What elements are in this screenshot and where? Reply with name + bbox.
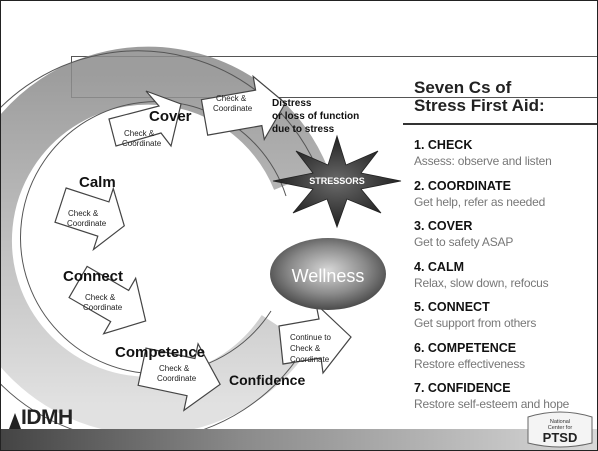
arrow-top [200, 74, 287, 142]
step-title: 2. COORDINATE [414, 178, 511, 193]
arrow-continue [278, 302, 352, 375]
step-coordinate: 2. COORDINATE Get help, refer as needed [414, 178, 597, 220]
step-competence: 6. COMPETENCE Restore effectiveness [414, 340, 597, 382]
idmh-text: IDMH [21, 406, 73, 429]
check-coord-top-1: Check & [216, 94, 247, 103]
distress-line-3: due to stress [272, 124, 335, 135]
ptsd-small-1: National [550, 419, 570, 425]
heading-divider [403, 123, 597, 125]
distress-line-1: Distress [272, 98, 312, 109]
step-title: 1. CHECK [414, 138, 473, 152]
step-title: 6. COMPETENCE [414, 340, 517, 355]
idmh-logo: IDMH [9, 407, 73, 429]
step-desc: Get to safety ASAP [414, 235, 514, 249]
stressors-label: STRESSORS [309, 176, 365, 186]
continue-line-3: Coordinate [290, 355, 330, 364]
step-check: 1. CHECK Assess: observe and listen [414, 138, 597, 179]
step-desc: Get support from others [414, 316, 537, 330]
stressors-star [272, 134, 402, 229]
check-coord-connect-1: Check & [85, 293, 116, 302]
check-coord-calm-1: Check & [68, 209, 99, 218]
continue-line-1: Continue to [290, 333, 331, 342]
cycle-ring [1, 46, 328, 435]
check-coord-calm-2: Coordinate [67, 219, 107, 228]
check-coord-competence-1: Check & [159, 364, 190, 373]
idmh-mountain-icon [9, 413, 21, 429]
arrow-connect [68, 265, 147, 335]
seven-cs-heading: Seven Cs of Stress First Aid: [414, 78, 597, 115]
ptsd-small-2: Center for [548, 425, 573, 431]
footer-bar [1, 429, 597, 450]
step-calm: 4. CALM Relax, slow down, refocus [414, 259, 597, 301]
wellness-ellipse [270, 238, 386, 310]
stage-calm: Calm [79, 174, 116, 191]
step-desc: Restore self-esteem and hope [414, 397, 570, 411]
step-title: 4. CALM [414, 259, 464, 274]
step-desc: Get help, refer as needed [414, 194, 546, 209]
wellness-label: Wellness [292, 266, 365, 286]
check-coord-connect-2: Coordinate [83, 303, 123, 312]
steps-list: 1. CHECK Assess: observe and listen 2. C… [414, 138, 597, 422]
step-title: 7. CONFIDENCE [414, 381, 511, 395]
continue-line-2: Check & [290, 344, 321, 353]
step-title: 5. CONNECT [414, 300, 490, 314]
heading-line-2: Stress First Aid: [414, 96, 545, 115]
stage-connect: Connect [63, 268, 123, 285]
arrow-competence [137, 342, 221, 412]
arrow-cover [108, 90, 182, 148]
distress-line-2: or loss of function [272, 111, 359, 122]
step-cover: 3. COVER Get to safety ASAP [414, 219, 597, 260]
check-coord-cover-2: Coordinate [122, 139, 162, 148]
check-coord-competence-2: Coordinate [157, 374, 197, 383]
step-desc: Relax, slow down, refocus [414, 275, 549, 290]
ptsd-logo: National Center for PTSD [527, 411, 593, 448]
check-coord-cover-1: Check & [124, 129, 155, 138]
arrow-calm [54, 186, 125, 252]
step-desc: Assess: observe and listen [414, 154, 552, 168]
stage-competence: Competence [115, 344, 205, 361]
stage-confidence: Confidence [229, 372, 305, 388]
step-title: 3. COVER [414, 219, 473, 233]
stage-cover: Cover [149, 108, 192, 125]
step-connect: 5. CONNECT Get support from others [414, 300, 597, 341]
check-coord-top-2: Coordinate [213, 104, 253, 113]
heading-line-1: Seven Cs of [414, 78, 512, 97]
step-desc: Restore effectiveness [414, 356, 525, 371]
ptsd-text: PTSD [543, 430, 578, 445]
step-confidence: 7. CONFIDENCE Restore self-esteem and ho… [414, 381, 597, 422]
